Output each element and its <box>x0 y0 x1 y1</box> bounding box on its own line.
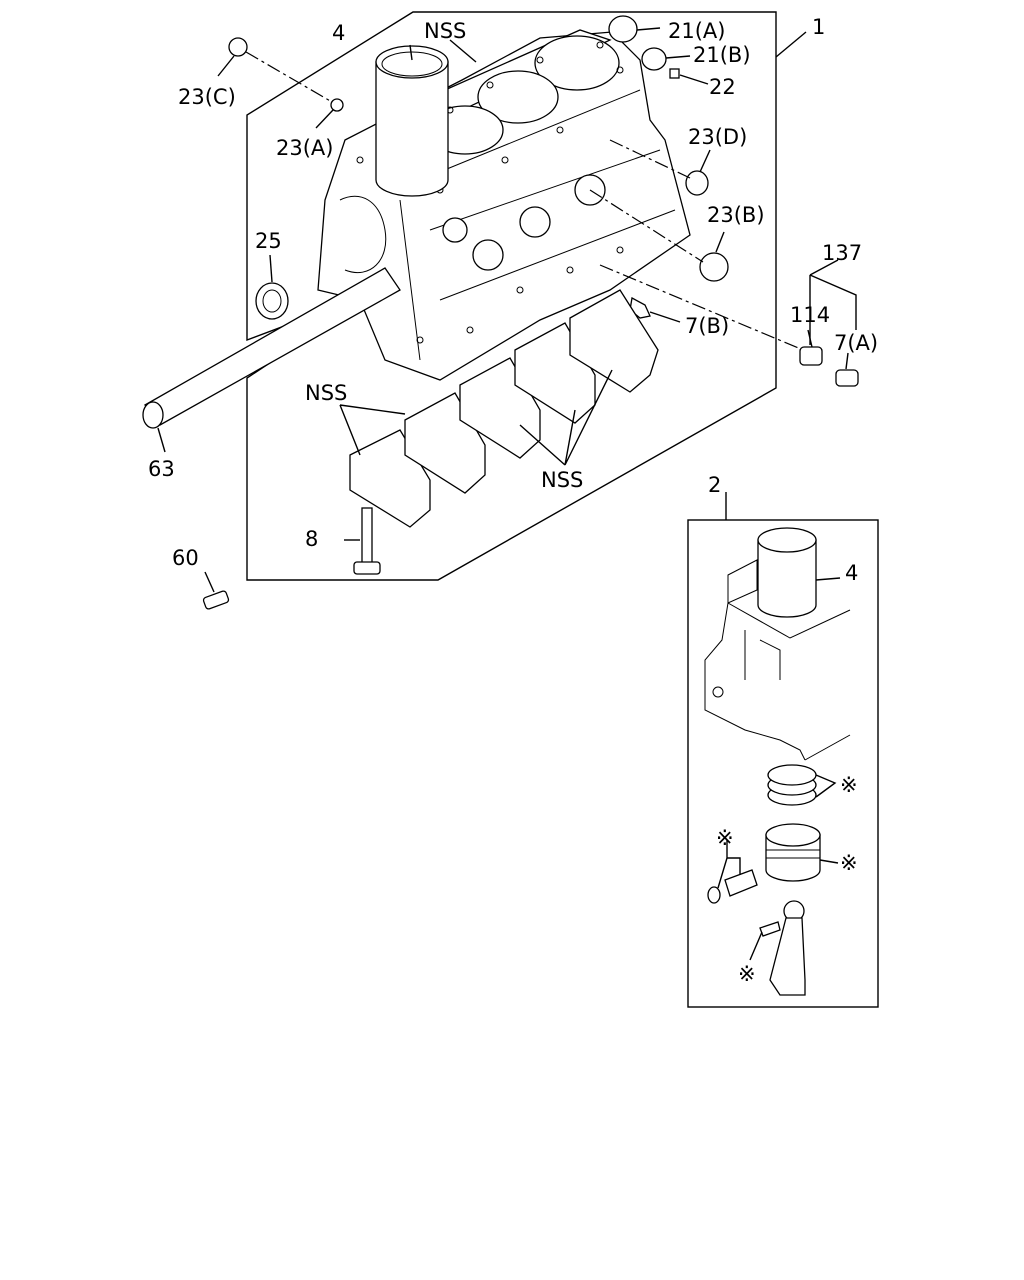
plug-21a <box>608 15 638 43</box>
bolt-60 <box>202 590 230 610</box>
piston-pin-and-clip <box>707 869 758 904</box>
bolt-8 <box>353 507 381 575</box>
label-114: 114 <box>790 303 830 327</box>
seal-23b <box>699 252 729 282</box>
label-nss-top: NSS <box>424 19 466 43</box>
label-7b: 7(B) <box>685 314 729 338</box>
label-8: 8 <box>305 527 318 551</box>
bearing-caps <box>349 289 659 528</box>
label-23a: 23(A) <box>276 136 333 160</box>
plug-21b <box>641 47 667 71</box>
label-2: 2 <box>708 473 721 497</box>
label-1: 1 <box>812 15 825 39</box>
label-star-piston: ※ <box>840 851 858 875</box>
label-25: 25 <box>255 229 282 253</box>
cylinder-liner-4 <box>375 45 449 197</box>
label-star-bush: ※ <box>738 962 756 986</box>
label-23b: 23(B) <box>707 203 765 227</box>
label-4: 4 <box>332 21 345 45</box>
connecting-rod <box>759 900 806 996</box>
cylinder-block-partial <box>704 559 851 761</box>
label-4-kit: 4 <box>845 561 858 585</box>
label-7a: 7(A) <box>834 331 878 355</box>
piston <box>765 823 821 882</box>
label-22: 22 <box>709 75 736 99</box>
seal-23a <box>330 98 344 112</box>
label-63: 63 <box>148 457 175 481</box>
leader-lines <box>157 27 857 593</box>
piston-rings <box>767 764 817 806</box>
oil-seal-25 <box>255 282 289 320</box>
label-star-pin: ※ <box>716 826 734 850</box>
bolt-114 <box>799 346 823 366</box>
seal-23c <box>228 37 248 57</box>
leader-lines-2 <box>717 577 841 961</box>
label-137: 137 <box>822 241 862 265</box>
cylinder-liner-4-kit <box>757 527 817 618</box>
label-60: 60 <box>172 546 199 570</box>
label-nss-bottom: NSS <box>541 468 583 492</box>
tube-63 <box>142 267 401 429</box>
label-23c: 23(C) <box>178 85 236 109</box>
seal-23d <box>685 170 709 196</box>
bolt-7a <box>835 369 859 387</box>
label-star-rings: ※ <box>840 773 858 797</box>
label-21b: 21(B) <box>693 43 751 67</box>
label-21a: 21(A) <box>668 19 725 43</box>
assembly-2-outline <box>687 519 879 1008</box>
label-nss-left: NSS <box>305 381 347 405</box>
label-23d: 23(D) <box>688 125 747 149</box>
plug-22 <box>669 68 680 79</box>
